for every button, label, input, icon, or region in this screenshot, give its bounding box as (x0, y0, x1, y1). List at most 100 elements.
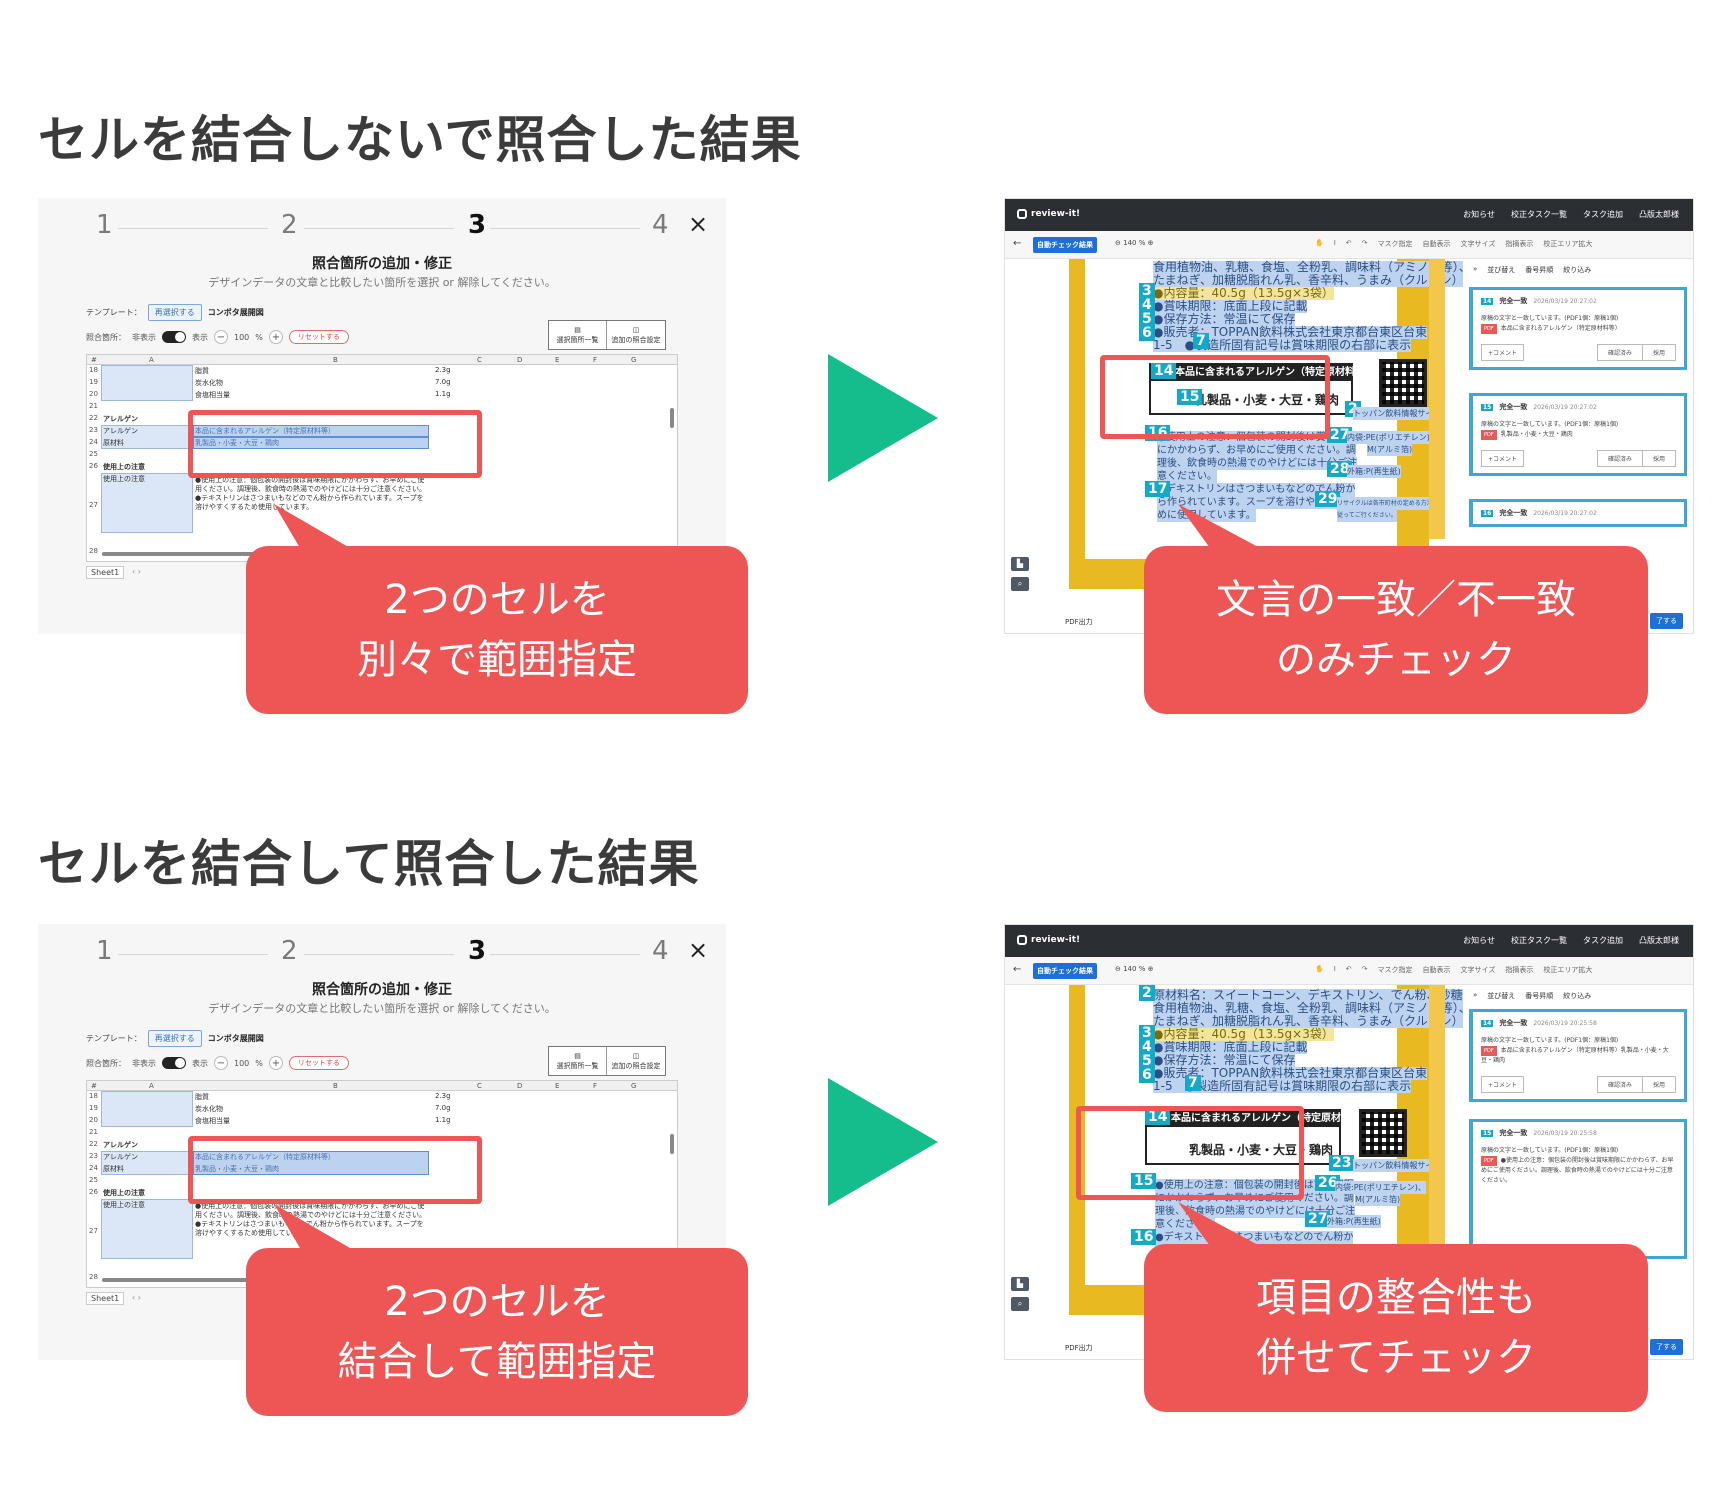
additional-setting-button[interactable]: ◫追加の照合設定 (611, 326, 661, 344)
confirm-button[interactable]: 確認済み (1598, 1077, 1643, 1092)
reselect-button[interactable]: 再選択する (147, 1030, 202, 1047)
brand-logo[interactable]: review-it! (1017, 935, 1080, 945)
vertical-scrollbar[interactable] (670, 408, 674, 428)
search-icon[interactable]: ⌕ (1011, 577, 1029, 591)
undo-icon[interactable]: ↶ (1345, 965, 1352, 973)
show-toggle[interactable] (162, 331, 186, 343)
finish-button[interactable]: 了する (1650, 1339, 1683, 1355)
zoom-control[interactable]: ⊖ 140 % ⊕ (1115, 239, 1154, 247)
task-list-link[interactable]: 校正タスク一覧 (1511, 936, 1567, 945)
user-menu[interactable]: 凸版太郎様 (1639, 936, 1679, 945)
step-4[interactable]: 4 (652, 936, 669, 966)
task-list-link[interactable]: 校正タスク一覧 (1511, 210, 1567, 219)
auto-display-tool[interactable]: 自動表示 (1422, 966, 1451, 974)
sort-order-select[interactable]: 番号昇順 (1525, 992, 1554, 1000)
finish-button[interactable]: 了する (1650, 613, 1683, 629)
adopt-button[interactable]: 採用 (1652, 456, 1665, 463)
selection-list-button[interactable]: ▤選択箇所一覧 (549, 321, 607, 349)
adopt-button[interactable]: 採用 (1652, 1082, 1665, 1089)
text-cursor-icon[interactable]: I (1333, 239, 1336, 247)
confirm-button[interactable]: 確認済み (1598, 451, 1643, 466)
chart-icon[interactable]: ▙ (1011, 557, 1029, 571)
sheet-nav-arrows[interactable]: ‹ › (132, 567, 141, 576)
adopt-button[interactable]: 採用 (1652, 350, 1665, 357)
add-task-link[interactable]: タスク追加 (1583, 936, 1623, 945)
filter-button[interactable]: 絞り込み (1563, 266, 1592, 274)
selected-cell-allergen-value[interactable] (193, 437, 429, 449)
sort-button[interactable]: 並び替え (1487, 266, 1516, 274)
hand-icon[interactable]: ✋ (1315, 239, 1324, 247)
annotation-tool[interactable]: 指摘表示 (1505, 240, 1534, 248)
close-icon[interactable]: × (688, 210, 709, 238)
undo-icon[interactable]: ↶ (1345, 239, 1352, 247)
horizontal-scrollbar[interactable] (102, 1278, 262, 1282)
step-1[interactable]: 1 (96, 210, 113, 240)
font-size-tool[interactable]: 文字サイズ (1460, 966, 1496, 974)
redo-icon[interactable]: ↷ (1361, 965, 1368, 973)
step-4[interactable]: 4 (652, 210, 669, 240)
selection-list-button[interactable]: ▤選択箇所一覧 (549, 1047, 607, 1075)
step-3[interactable]: 3 (468, 210, 487, 240)
font-size-tool[interactable]: 文字サイズ (1460, 240, 1496, 248)
comment-button[interactable]: +コメント (1481, 344, 1525, 361)
auto-check-button[interactable]: 自動チェック結果 (1033, 237, 1097, 253)
collapse-icon[interactable]: » (1473, 991, 1478, 999)
user-menu[interactable]: 凸版太郎様 (1639, 210, 1679, 219)
text-cursor-icon[interactable]: I (1333, 965, 1336, 973)
sheet-tab[interactable]: Sheet1 (86, 1292, 125, 1305)
comment-button[interactable]: +コメント (1481, 1076, 1525, 1093)
reselect-button[interactable]: 再選択する (147, 304, 202, 321)
zoom-plus-button[interactable]: + (268, 330, 283, 344)
sort-button[interactable]: 並び替え (1487, 992, 1516, 1000)
close-icon[interactable]: × (688, 936, 709, 964)
selected-merged-cell[interactable] (193, 1151, 429, 1175)
zoom-control[interactable]: ⊖ 140 % ⊕ (1115, 965, 1154, 973)
show-toggle[interactable] (162, 1057, 186, 1069)
reset-button[interactable]: リセットする (288, 330, 349, 344)
redo-icon[interactable]: ↷ (1361, 239, 1368, 247)
annotation-tool[interactable]: 指摘表示 (1505, 966, 1534, 974)
collapse-icon[interactable]: » (1473, 265, 1478, 273)
step-2[interactable]: 2 (281, 936, 298, 966)
vertical-scrollbar[interactable] (670, 1134, 674, 1154)
pdf-export-button[interactable]: PDF出力 (1065, 618, 1093, 626)
chart-icon[interactable]: ▙ (1011, 1277, 1029, 1291)
add-task-link[interactable]: タスク追加 (1583, 210, 1623, 219)
hand-icon[interactable]: ✋ (1315, 965, 1324, 973)
auto-display-tool[interactable]: 自動表示 (1422, 240, 1451, 248)
horizontal-scrollbar[interactable] (102, 552, 262, 556)
zoom-minus-button[interactable]: − (214, 1056, 228, 1070)
selected-cell-allergen-title[interactable] (193, 425, 429, 437)
step-2[interactable]: 2 (281, 210, 298, 240)
pdf-export-button[interactable]: PDF出力 (1065, 1344, 1093, 1352)
comment-button[interactable]: +コメント (1481, 450, 1525, 467)
notifications-link[interactable]: お知らせ (1463, 936, 1495, 945)
step-1[interactable]: 1 (96, 936, 113, 966)
expand-area-tool[interactable]: 校正エリア拡大 (1543, 966, 1593, 974)
brand-logo[interactable]: review-it! (1017, 209, 1080, 219)
reset-button[interactable]: リセットする (288, 1056, 349, 1070)
auto-check-button[interactable]: 自動チェック結果 (1033, 963, 1097, 979)
filter-button[interactable]: 絞り込み (1563, 992, 1592, 1000)
expand-area-tool[interactable]: 校正エリア拡大 (1543, 240, 1593, 248)
confirm-button[interactable]: 確認済み (1598, 345, 1643, 360)
spreadsheet-grid[interactable]: # A B C D E F G 脂質 2.3g 炭水化物 7.0g 食塩相当量 … (86, 354, 678, 562)
zoom-minus-button[interactable]: − (214, 330, 228, 344)
zoom-plus-button[interactable]: + (268, 1056, 283, 1070)
search-icon[interactable]: ⌕ (1011, 1297, 1029, 1311)
notifications-link[interactable]: お知らせ (1463, 210, 1495, 219)
sheet-tab[interactable]: Sheet1 (86, 566, 125, 579)
back-arrow-icon[interactable]: ← (1013, 238, 1022, 249)
mask-tool[interactable]: マスク指定 (1377, 240, 1413, 248)
additional-setting-button[interactable]: ◫追加の照合設定 (611, 1052, 661, 1070)
mask-tool[interactable]: マスク指定 (1377, 966, 1413, 974)
step-3[interactable]: 3 (468, 936, 487, 966)
back-arrow-icon[interactable]: ← (1013, 964, 1022, 975)
sheet-nav-arrows[interactable]: ‹ › (132, 1293, 141, 1302)
sort-order-select[interactable]: 番号昇順 (1525, 266, 1554, 274)
